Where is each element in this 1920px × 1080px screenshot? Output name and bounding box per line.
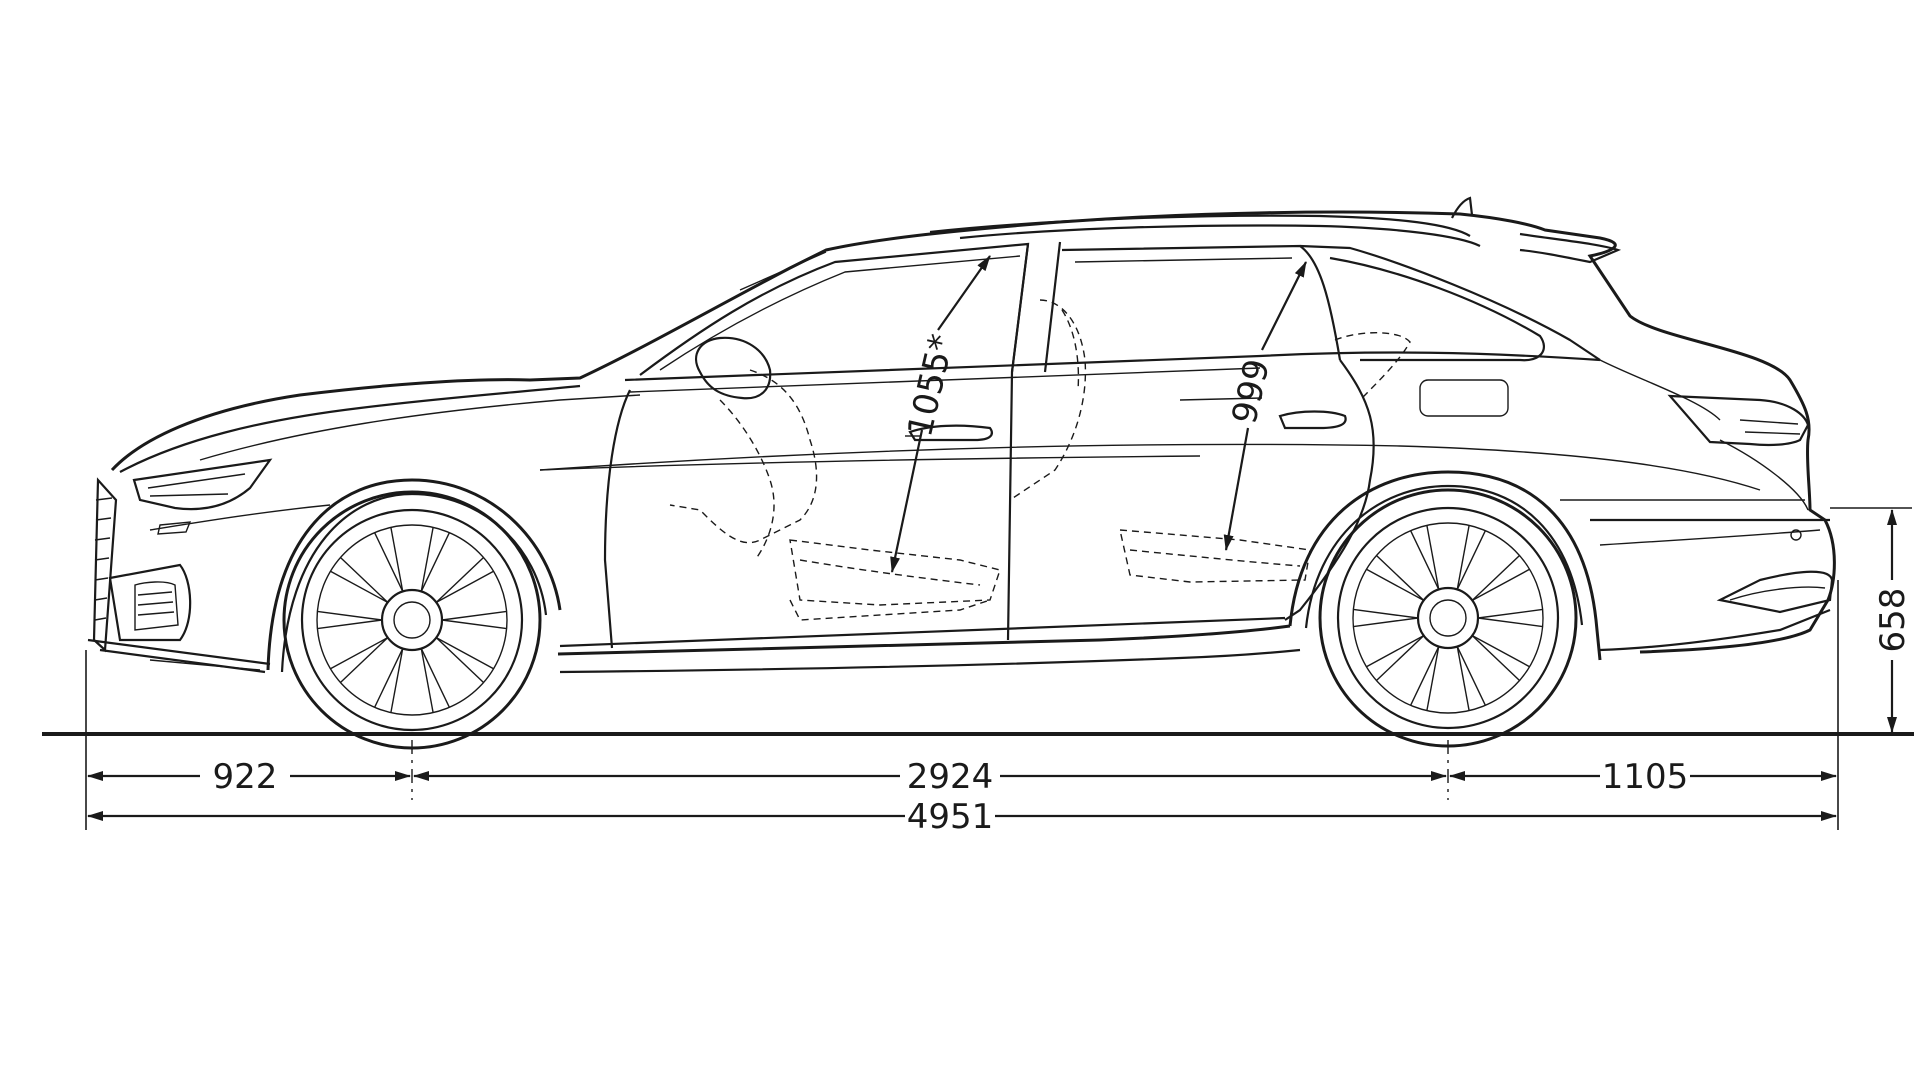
wheel-spoke-line xyxy=(1456,530,1486,590)
wheel-spoke-line xyxy=(317,610,383,621)
wheel-spoke-line xyxy=(1456,525,1470,590)
loading-height-label: 658 xyxy=(1873,588,1913,653)
wheel-spoke-line xyxy=(1477,617,1543,628)
wheel-spoke-line xyxy=(1353,617,1419,628)
front-overhang-label: 922 xyxy=(213,757,278,797)
wheel-spoke-line xyxy=(435,637,485,684)
wheel-spoke-line xyxy=(317,619,383,630)
car-body-outline xyxy=(87,196,1836,674)
wheel-spoke-line xyxy=(1366,635,1425,668)
wheel-spoke-line xyxy=(390,648,404,713)
wheel-spoke-line xyxy=(435,637,494,670)
wheel-spoke-line xyxy=(330,637,389,670)
wheel-spoke-line xyxy=(1477,608,1543,619)
front-headroom-dimension-line-top xyxy=(937,255,991,331)
wheel-spoke-line xyxy=(1410,530,1440,590)
wheel-spoke-line xyxy=(1375,635,1425,682)
wheel-spoke-line xyxy=(330,570,389,603)
wheel-spoke-line xyxy=(441,610,507,621)
rear-wheel xyxy=(1318,488,1578,748)
rear-headroom-label: 999 xyxy=(1224,355,1278,427)
wheel-spoke-line xyxy=(374,648,404,708)
rear-headroom-dimension-line-bottom xyxy=(1223,427,1250,551)
wheel-spoke-line xyxy=(1426,646,1440,711)
rear-headroom-dimension-line-top xyxy=(1261,261,1307,351)
wheel-spoke-line xyxy=(1410,646,1440,706)
wheel-spoke-line xyxy=(1471,635,1521,682)
wheel-spoke-line xyxy=(1456,646,1470,711)
wheel-spoke-line xyxy=(390,527,404,592)
wheel-spoke-line xyxy=(339,556,389,603)
front-headroom-label: 1055* xyxy=(900,331,962,441)
rear-wheel-spokes xyxy=(1353,525,1543,711)
rear-overhang-label: 1105 xyxy=(1602,757,1689,797)
wheel-spoke-line xyxy=(1375,554,1425,601)
wheel-spoke-line xyxy=(1471,554,1521,601)
overall-length-label: 4951 xyxy=(907,797,994,837)
wheel-spoke-line xyxy=(1471,635,1530,668)
wheel-spoke-line xyxy=(435,556,485,603)
wheel-spoke-line xyxy=(1366,568,1425,601)
wheel-spoke-line xyxy=(339,637,389,684)
wheel-spoke-line xyxy=(420,532,450,592)
wheel-spoke-line xyxy=(1471,568,1530,601)
wheel-spoke-line xyxy=(374,532,404,592)
wheel-spoke-line xyxy=(1353,608,1419,619)
wheel-spoke-line xyxy=(435,570,494,603)
wheel-spoke-line xyxy=(441,619,507,630)
wheel-spoke-line xyxy=(420,648,434,713)
front-wheel-spokes xyxy=(317,527,507,713)
wheelbase-label: 2924 xyxy=(907,757,994,797)
wheel-spoke-line xyxy=(1426,525,1440,590)
wheel-spoke-line xyxy=(1456,646,1486,706)
front-headroom-dimension-line-bottom xyxy=(890,429,924,573)
wheel-spoke-line xyxy=(420,648,450,708)
front-wheel xyxy=(282,490,542,750)
wheel-spoke-line xyxy=(420,527,434,592)
